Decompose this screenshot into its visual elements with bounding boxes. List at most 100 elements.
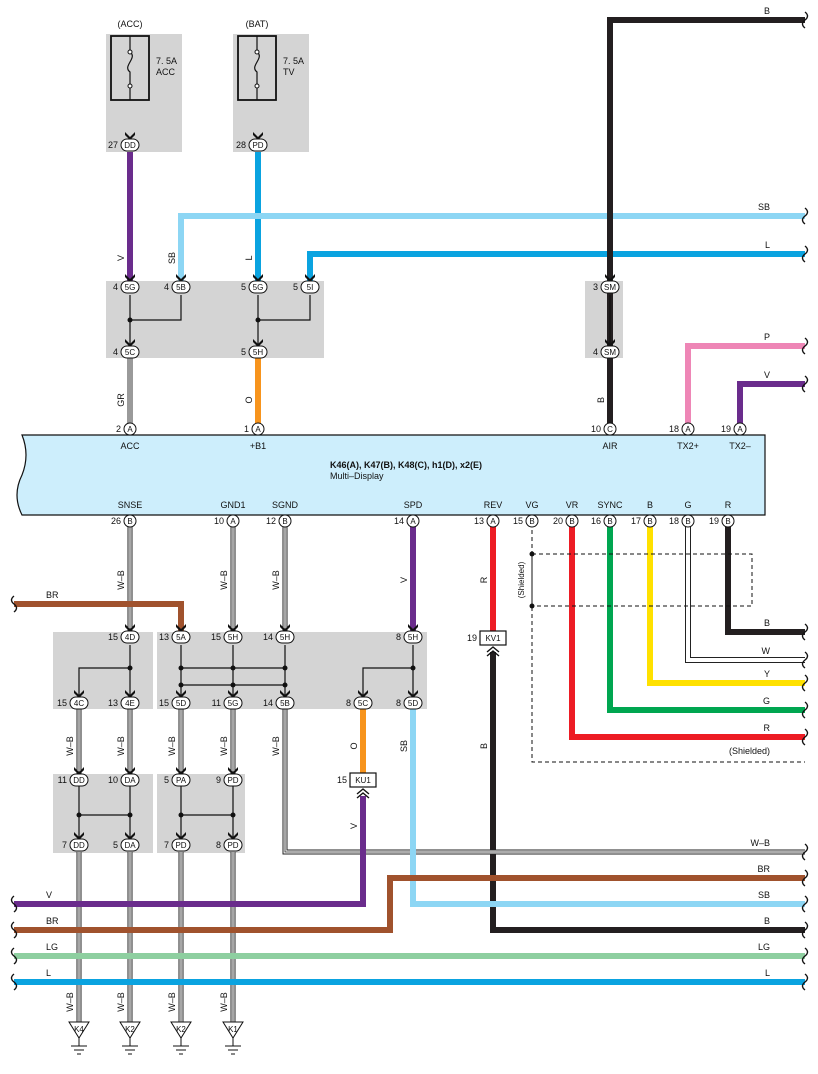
pin-number: 15 (108, 632, 118, 642)
pin-number: 20 (553, 516, 563, 526)
ground-icon (173, 1038, 189, 1055)
pin-number: 7 (62, 840, 67, 850)
pin-number: 19 (721, 424, 731, 434)
pin-number: 27 (108, 140, 118, 150)
connector-dd (69, 773, 89, 787)
fuse-pin (254, 49, 260, 55)
wire-color-label: GR (116, 393, 126, 407)
junction-lower-5 (157, 632, 427, 709)
terminal (603, 514, 617, 528)
wire-v-ku1 (14, 796, 366, 907)
arrow-icon (228, 832, 238, 840)
arrow-icon (125, 624, 135, 632)
junction-dot (230, 682, 236, 688)
wire-label-right: G (763, 696, 770, 706)
wire-color-label: W–B (116, 570, 126, 590)
terminal-code: A (127, 425, 133, 434)
pin-number: 10 (591, 424, 601, 434)
wire-break-icon (801, 895, 809, 913)
arrow-icon (358, 690, 368, 698)
wire-label-right: BR (757, 864, 770, 874)
arrow-icon (228, 767, 238, 775)
wire-color-label: L (244, 255, 254, 260)
pin-number: 28 (236, 140, 246, 150)
wire-color-label: W–B (271, 736, 281, 756)
connector-code: PD (252, 141, 263, 150)
connector-code: 5I (307, 283, 314, 292)
pin-number: 5 (164, 775, 169, 785)
wire-label-right: LG (758, 942, 770, 952)
arrow-icon (176, 767, 186, 775)
ground-name: K1 (228, 1025, 238, 1034)
wire-color-label: W–B (116, 992, 126, 1012)
connector-code: 4C (74, 699, 84, 708)
terminal (123, 422, 137, 436)
wire-color-label: SB (399, 740, 409, 752)
pin-number: 8 (216, 840, 221, 850)
arrow-icon (125, 274, 135, 282)
wire-break-icon (801, 623, 809, 641)
connector-5a (171, 630, 191, 644)
fuse-rating: 7. 5A (156, 56, 177, 66)
junction-dot (127, 812, 133, 818)
connector-pa (171, 773, 191, 787)
connector-code: 5G (253, 283, 264, 292)
wire-r-vr (569, 522, 805, 740)
fuse-box-bat (233, 34, 309, 152)
terminal-code: B (685, 517, 690, 526)
arrow-icon (605, 274, 615, 282)
connector-code: 5H (280, 633, 290, 642)
wire-break-icon (801, 869, 809, 887)
pin-number: 5 (241, 347, 246, 357)
junction-line (130, 295, 182, 321)
pin-number: 8 (346, 698, 351, 708)
connector-code: 5H (253, 348, 263, 357)
junction-dot (127, 317, 133, 323)
wire-y-b (647, 522, 805, 686)
wire-color-label: W–B (219, 570, 229, 590)
arrow-icon (125, 132, 135, 140)
wire-break-icon (10, 947, 18, 965)
fuse-name: ACC (156, 67, 176, 77)
fuse-pin (127, 83, 133, 89)
connector-da (120, 773, 140, 787)
wire-label-right: B (764, 916, 770, 926)
wire-p-tx2 (685, 343, 805, 428)
terminal-code: B (647, 517, 652, 526)
terminal (721, 514, 735, 528)
terminal (525, 514, 539, 528)
wire-label-right: SB (758, 202, 770, 212)
connector-5h (223, 630, 243, 644)
arrow-icon (125, 690, 135, 698)
terminal (681, 514, 695, 528)
arrow-icon (253, 339, 263, 347)
pin-number: 10 (108, 775, 118, 785)
arrow-icon (74, 767, 84, 775)
junction-dot (178, 812, 184, 818)
junction-dot (529, 551, 535, 557)
wire-color-label: W–B (116, 736, 126, 756)
wire-label-right: W (762, 646, 771, 656)
pin-number: 11 (58, 775, 67, 785)
wire-break-icon (801, 843, 809, 861)
terminal-code: B (127, 517, 132, 526)
connector-code: 5D (176, 699, 186, 708)
pin-number: 4 (113, 282, 118, 292)
wire-label-right: R (764, 723, 771, 733)
wire-label-left: V (46, 890, 52, 900)
splice-name: KU1 (355, 776, 371, 785)
ground-flag (119, 1021, 141, 1039)
junction-dot (230, 665, 236, 671)
arrow-icon (228, 690, 238, 698)
connector-pd (248, 138, 268, 152)
terminal (603, 422, 617, 436)
fuse-source: (BAT) (246, 19, 269, 29)
pin-number: 13 (108, 698, 118, 708)
fuse-rating: 7. 5A (283, 56, 304, 66)
connector-code: 4E (125, 699, 135, 708)
fuse-name: TV (283, 67, 295, 77)
terminal-label-bottom: GND1 (220, 500, 245, 510)
junction-line (258, 295, 311, 321)
connector-code: DD (73, 776, 85, 785)
connector-sm (600, 345, 620, 359)
